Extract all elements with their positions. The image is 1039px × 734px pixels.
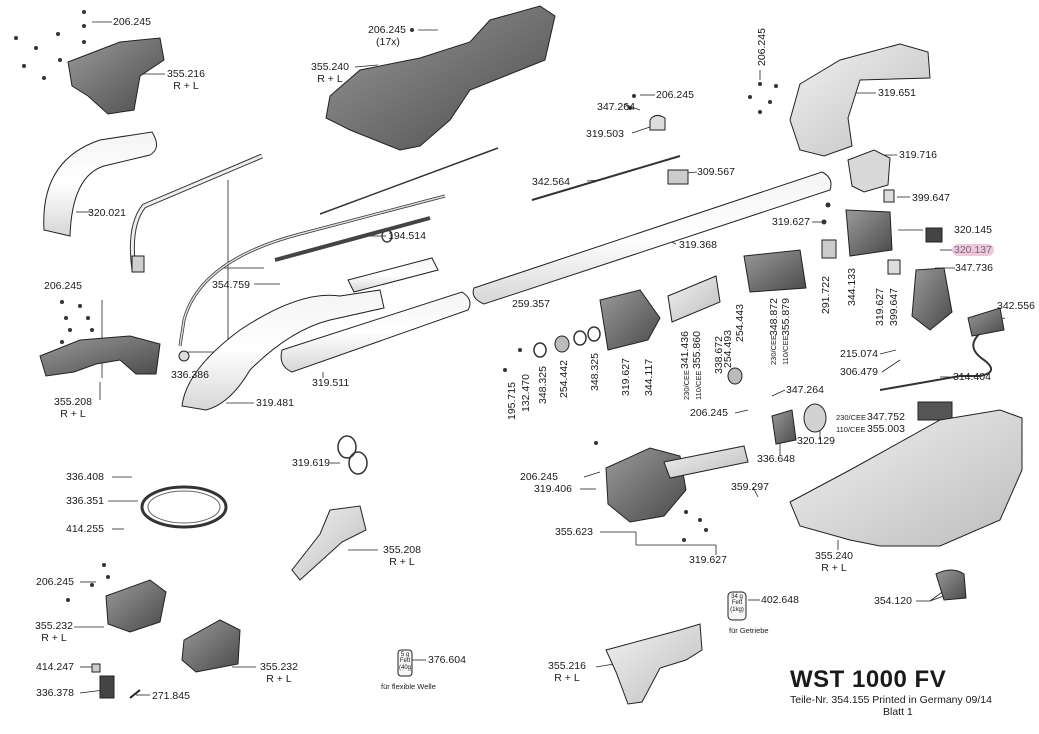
part-label: 355.623 <box>555 526 593 538</box>
part-label: 319.619 <box>292 457 330 469</box>
part-label: 215.074 <box>840 348 878 360</box>
part-label: 414.255 <box>66 523 104 535</box>
part-label: 355.216 <box>548 660 586 672</box>
part-label: 347.752 <box>867 411 905 423</box>
part-label: 206.245 <box>690 407 728 419</box>
part-label-side: R + L <box>173 80 199 92</box>
part-label-side: R + L <box>60 408 86 420</box>
voltage-label: 230/CEE <box>836 413 867 422</box>
grease-note: für flexible Welle <box>381 682 436 691</box>
part-label: 342.564 <box>532 176 570 188</box>
part-label: 376.604 <box>428 654 466 666</box>
part-label: 319.627 <box>689 554 727 566</box>
part-label: 314.404 <box>953 371 991 383</box>
part-label: 399.647 <box>912 192 950 204</box>
part-label: 206.245 <box>520 471 558 483</box>
voltage-label: 110/CEE <box>836 425 866 434</box>
part-label: 319.627 <box>772 216 810 228</box>
part-label: 359.297 <box>731 481 769 493</box>
part-label: 319.651 <box>878 87 916 99</box>
part-label-vertical: 319.627 <box>874 288 886 326</box>
part-label: 320.021 <box>88 207 126 219</box>
part-label: 354.759 <box>212 279 250 291</box>
part-label-vertical: 344.133 <box>846 268 858 306</box>
part-label: 342.556 <box>997 300 1035 312</box>
part-label: 319.481 <box>256 397 294 409</box>
part-label-qty: (17x) <box>376 36 400 48</box>
part-label-vertical: 355.860 <box>691 331 703 369</box>
part-label: 319.511 <box>312 377 350 389</box>
part-label-vertical: 206.245 <box>756 28 768 66</box>
part-label: 259.357 <box>512 298 550 310</box>
part-label: 355.208 <box>54 396 92 408</box>
part-label-highlighted: 320.137 <box>952 244 994 257</box>
part-label: 414.247 <box>36 661 74 673</box>
part-label: 355.216 <box>167 68 205 80</box>
part-label: 319.368 <box>679 239 717 251</box>
part-label: 355.208 <box>383 544 421 556</box>
part-label-vertical: 254.442 <box>558 360 570 398</box>
part-label-vertical: 348.325 <box>589 353 601 391</box>
part-label: 319.406 <box>534 483 572 495</box>
part-number-line: Teile-Nr. 354.155 Printed in Germany 09/… <box>790 694 992 706</box>
part-label: 355.232 <box>35 620 73 632</box>
part-label: 306.479 <box>840 366 878 378</box>
voltage-label-vertical: 110/CEE <box>694 370 703 400</box>
part-label: 319.716 <box>899 149 937 161</box>
part-label: 336.351 <box>66 495 104 507</box>
part-label: 309.567 <box>697 166 735 178</box>
part-label: 347.736 <box>955 262 993 274</box>
part-label-side: R + L <box>266 673 292 685</box>
part-label: 355.240 <box>311 61 349 73</box>
voltage-label-vertical: 110/CEE <box>781 335 790 365</box>
model-title: WST 1000 FV <box>790 666 947 693</box>
part-label: 347.264 <box>786 384 824 396</box>
part-label-vertical: 319.627 <box>620 358 632 396</box>
part-label: 206.245 <box>36 576 74 588</box>
voltage-label-vertical: 230/CEE <box>682 369 691 400</box>
grease-note: für Getriebe <box>729 626 769 635</box>
part-label: 320.145 <box>954 224 992 236</box>
part-label: 347.264 <box>597 101 635 113</box>
part-label: 194.514 <box>388 230 426 242</box>
part-label: 402.648 <box>761 594 799 606</box>
part-label: 355.232 <box>260 661 298 673</box>
part-label: 336.408 <box>66 471 104 483</box>
part-label: 320.129 <box>797 435 835 447</box>
part-label: 206.245 <box>44 280 82 292</box>
voltage-label-vertical: 230/CEE <box>769 334 778 365</box>
part-label-vertical: 344.117 <box>643 358 655 396</box>
part-label: 206.245 <box>113 16 151 28</box>
part-label: 355.003 <box>867 423 905 435</box>
part-label: 206.245 <box>656 89 694 101</box>
part-label-vertical: 355.879 <box>780 298 792 336</box>
part-label: 271.845 <box>152 690 190 702</box>
part-label-side: R + L <box>554 672 580 684</box>
part-label: 206.245 <box>368 24 406 36</box>
part-label-vertical: 254.443 <box>734 304 746 342</box>
part-label-vertical: 132.470 <box>520 374 532 412</box>
part-label: 354.120 <box>874 595 912 607</box>
part-label-vertical: 348.325 <box>537 366 549 404</box>
part-label-side: R + L <box>41 632 67 644</box>
part-label-side: R + L <box>821 562 847 574</box>
part-label: 336.386 <box>171 369 209 381</box>
part-label: 336.648 <box>757 453 795 465</box>
part-label-vertical: 254.493 <box>722 330 734 368</box>
part-label: 336.378 <box>36 687 74 699</box>
part-label-vertical: 399.647 <box>888 288 900 326</box>
part-label: 319.503 <box>586 128 624 140</box>
part-label-vertical: 195.715 <box>506 382 518 420</box>
part-label-vertical: 341.436 <box>679 331 691 369</box>
part-label: 355.240 <box>815 550 853 562</box>
part-label-vertical: 291.722 <box>820 276 832 314</box>
part-label-vertical: 348.872 <box>768 298 780 336</box>
part-label-side: R + L <box>317 73 343 85</box>
part-label-side: R + L <box>389 556 415 568</box>
sheet-number: Blatt 1 <box>883 706 913 718</box>
